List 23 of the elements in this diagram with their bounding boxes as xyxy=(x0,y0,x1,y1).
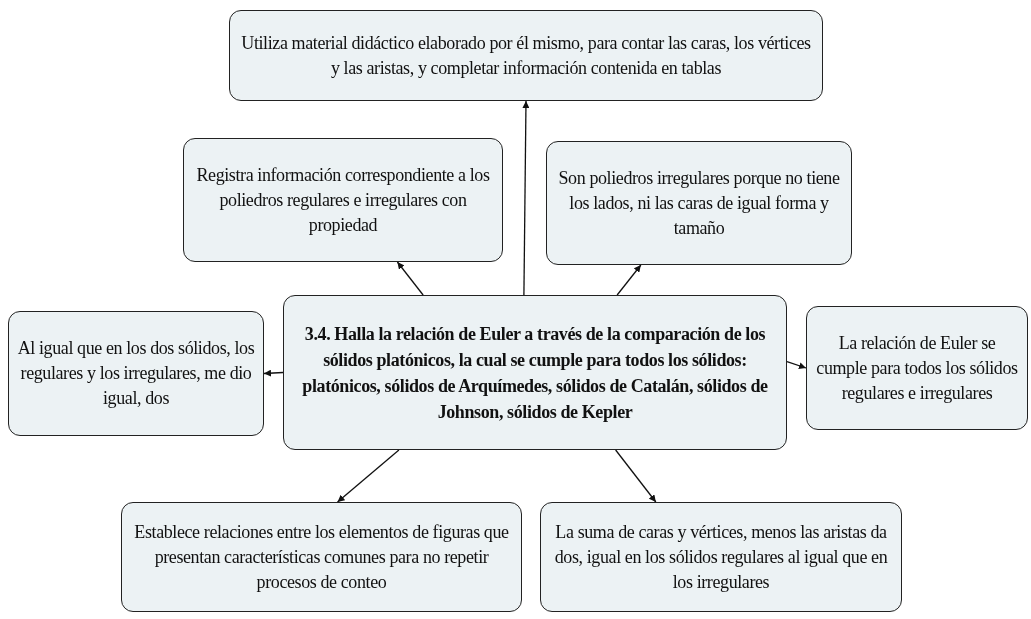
topic-box xyxy=(540,502,902,612)
arrow xyxy=(522,100,530,296)
arrow xyxy=(336,449,400,503)
node-text: La relación de Euler se cumple para todos los sólidos regulares e irregulares xyxy=(815,331,1019,405)
topic-box xyxy=(546,141,852,265)
central-topic-box xyxy=(283,295,787,450)
topic-box xyxy=(8,311,264,436)
topic-box xyxy=(229,10,823,101)
node-text: Establece relaciones entre los elementos de figuras que presentan características comunes para no repetir procesos de conteo xyxy=(133,520,510,594)
node-text: 3.4. Halla la relación de Euler a través de la comparación de los sólidos platónicos, la cual se cumple para todos los sólidos: platónicos, sólidos de Arquímedes, sólidos de Catalán, sólidos de Johnson, sólidos de Kepler xyxy=(301,322,769,424)
node-text: Son poliedros irregulares porque no tiene los lados, ni las caras de igual forma y tamaño xyxy=(557,166,841,240)
topic-box xyxy=(183,138,503,262)
node-text: Al igual que en los dos sólidos, los regulares y los irregulares, me dio igual, dos xyxy=(17,337,255,410)
node-text: Registra información correspondiente a los poliedros regulares e irregulares con propiedad xyxy=(195,163,491,237)
arrow xyxy=(615,449,657,503)
topic-box xyxy=(121,502,522,612)
arrow xyxy=(396,261,424,296)
node-text: La suma de caras y vértices, menos las aristas da dos, igual en los sólidos regulares al igual que en los irregulares xyxy=(553,520,889,594)
arrow xyxy=(786,361,807,370)
arrow xyxy=(263,369,284,377)
arrow xyxy=(616,264,642,296)
node-text: Utiliza material didáctico elaborado por él mismo, para contar las caras, los vértices y las aristas, y completar información contenida en tablas xyxy=(240,31,812,80)
topic-box xyxy=(806,306,1028,430)
